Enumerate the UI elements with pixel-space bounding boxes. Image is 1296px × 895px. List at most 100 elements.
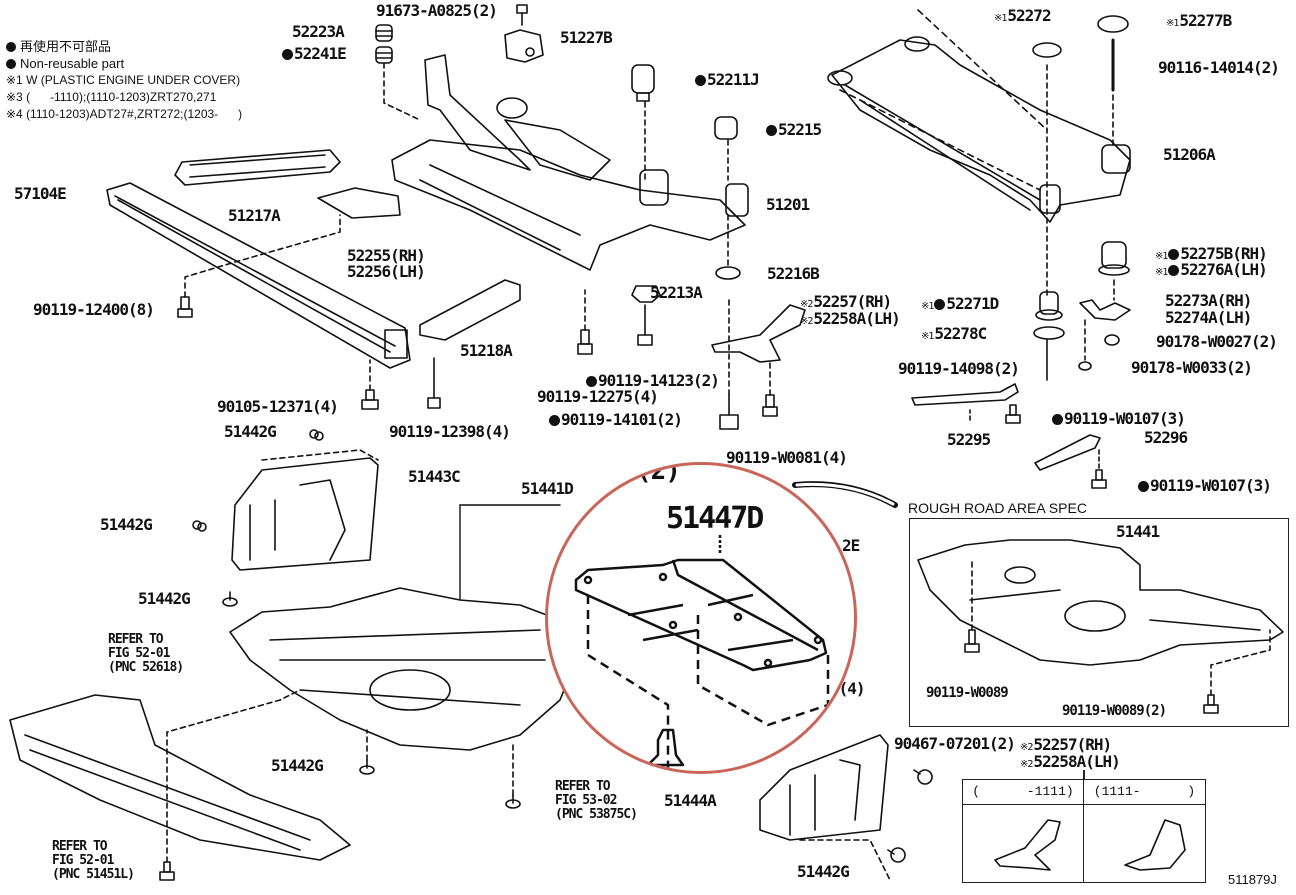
part-label-52215[interactable]: 52215 [766,122,822,138]
part-label-90119-W0107-a[interactable]: 90119-W0107(3) [1052,411,1186,427]
part-label-51227B[interactable]: 51227B [560,30,613,46]
part-number: 52271D [946,294,999,313]
note-marker: ※1 [1166,18,1179,29]
clip-51442G-2 [192,520,207,532]
part-label-90119-14123[interactable]: 90119-14123(2) [586,373,720,389]
part-number: 52216B [767,264,820,283]
note-marker: ※1 [1155,267,1168,278]
part-number: 51442G [797,862,850,881]
part-label-52223A[interactable]: 52223A [292,22,345,41]
part-label-51218A[interactable]: 51218A [460,343,513,359]
magnifier-part-label[interactable]: 51447D [666,501,764,536]
legend: 再使用不可部品 Non-reusable part ※1 W (PLASTIC … [6,38,242,123]
part-number: 52257(RH) [813,292,892,311]
part-label-52273A[interactable]: 52273A(RH) [1165,293,1252,309]
part-label-partial-2E[interactable]: 2E [842,538,860,554]
part-number: 51206A [1163,145,1216,164]
clip-51442G-1 [309,429,324,441]
bullet-icon [6,42,16,52]
part-label-52211J[interactable]: 52211J [695,72,760,88]
part-label-51201[interactable]: 51201 [766,197,810,213]
non-reusable-bullet-icon [1138,481,1149,492]
refer-note-53875C[interactable]: REFER TO FIG 53-02 (PNC 53875C) [555,780,638,822]
variant-cell-early [963,805,1084,882]
stopper-52273A [1079,299,1131,321]
part-label-91673-A0825[interactable]: 91673-A0825(2) [376,3,498,19]
front-lower-cover [9,694,351,861]
part-number: 52223A [292,22,345,41]
part-number: 90467-07201(2) [894,734,1016,753]
front-subframe-drawing [391,54,749,271]
part-number: 51217A [228,206,281,225]
part-label-51442G-4[interactable]: 51442G [271,758,324,774]
refer-line: (PNC 52618) [108,660,184,675]
part-label-51206A[interactable]: 51206A [1163,145,1216,164]
rough-road-bolt-label-1[interactable]: 90119-W0089 [926,685,1009,701]
part-label-51443C[interactable]: 51443C [408,469,461,485]
rough-road-part-label[interactable]: 51441 [1116,522,1160,541]
part-number: 52272 [1007,6,1051,25]
part-label-90119-12400[interactable]: 90119-12400(8) [33,302,155,318]
clip-90467 [913,769,933,785]
refer-note-51451L[interactable]: REFER TO FIG 52-01 (PNC 51451L) [52,840,135,882]
part-label-52296[interactable]: 52296 [1144,430,1188,446]
part-label-51217A[interactable]: 51217A [228,206,281,225]
part-label-90467-07201[interactable]: 90467-07201(2) [894,734,1016,753]
clip-51442G-3 [222,591,238,607]
part-label-90119-W0081[interactable]: 90119-W0081(4) [726,450,848,466]
bolt-91673 [516,4,528,26]
variant-title-lh[interactable]: ※252258A(LH) [1020,752,1121,772]
part-label-57104E[interactable]: 57104E [14,186,67,202]
non-reusable-bullet-icon [695,75,706,86]
part-label-52274A[interactable]: 52274A(LH) [1165,310,1252,326]
magnifier-lens: (2) 51447D [545,462,857,774]
part-label-51442G-5[interactable]: 51442G [797,862,850,881]
part-label-90119-12398[interactable]: 90119-12398(4) [389,424,511,440]
part-label-52216B[interactable]: 52216B [767,264,820,283]
note-marker: ※1 [994,13,1007,24]
part-label-90105-12371[interactable]: 90105-12371(4) [217,397,339,416]
part-label-52295[interactable]: 52295 [947,432,991,448]
part-label-90178-W0027[interactable]: 90178-W0027(2) [1156,334,1278,350]
part-label-51442G-2[interactable]: 51442G [100,517,153,533]
part-label-52255[interactable]: 52255(RH) [347,248,426,264]
part-label-52241E[interactable]: 52241E [282,44,347,63]
part-label-52277B[interactable]: ※152277B [1166,13,1232,31]
part-label-52258A-top[interactable]: ※252258A(LH) [800,311,901,329]
rough-road-bolt-label-2[interactable]: 90119-W0089(2) [1062,703,1167,719]
part-label-51442G-1[interactable]: 51442G [224,424,277,440]
variant-table: ( -1111) (1111- ) [962,779,1206,883]
nut-90178-W0027 [1104,334,1120,346]
cushion-52271D [1035,291,1063,321]
variant-col-early: ( -1111) [963,780,1084,805]
part-label-52257-top[interactable]: ※252257(RH) [800,292,892,312]
legend-en: Non-reusable part [20,56,125,71]
part-label-90119-W0107-b[interactable]: 90119-W0107(3) [1138,478,1272,494]
part-label-52213A[interactable]: 52213A [650,285,703,301]
refer-note-52618[interactable]: REFER TO FIG 52-01 (PNC 52618) [108,633,184,675]
part-number: 90105-12371(4) [217,397,339,416]
part-number: 52241E [294,44,347,63]
variant-title-rh[interactable]: ※252257(RH) [1020,737,1112,755]
part-label-51441D[interactable]: 51441D [521,481,574,497]
nut-52213A [631,285,661,303]
part-label-51442G-3[interactable]: 51442G [138,591,191,607]
plate-52255 [317,187,401,219]
part-label-90119-14101[interactable]: 90119-14101(2) [549,412,683,428]
document-number: 511879J [1228,872,1277,887]
part-label-51444A[interactable]: 51444A [664,793,717,809]
bolt-90119-12400 [177,296,193,318]
part-label-90116-14014[interactable]: 90116-14014(2) [1158,60,1280,76]
part-label-90119-12275[interactable]: 90119-12275(4) [537,387,659,406]
part-label-52256[interactable]: 52256(LH) [347,264,426,280]
part-number: 90119-12275(4) [537,387,659,406]
part-label-52272[interactable]: ※152272 [994,6,1052,26]
part-label-90178-W0033[interactable]: 90178-W0033(2) [1131,360,1253,376]
part-label-90119-14098[interactable]: 90119-14098(2) [898,361,1020,377]
variant-title-lh-text: 52258A(LH) [1033,752,1120,771]
bolt-refer-51451L [159,861,175,881]
part-label-52278C[interactable]: ※152278C [921,326,987,344]
